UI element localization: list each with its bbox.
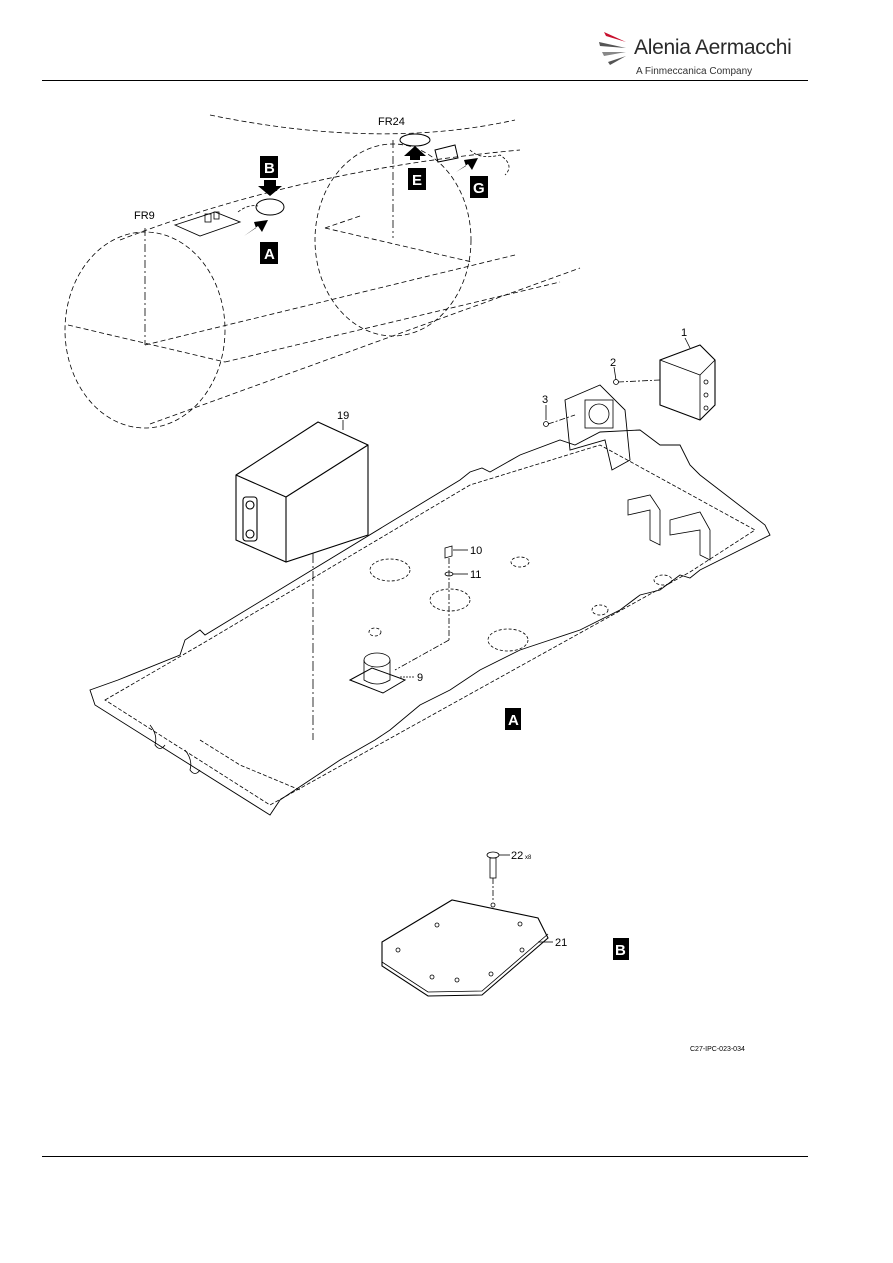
detail-a-tray <box>89 384 771 816</box>
header-divider <box>42 80 808 81</box>
callout-a: A <box>264 246 275 263</box>
callout-g: G <box>473 180 485 197</box>
callout-b: B <box>264 160 275 177</box>
item-label-19: 19 <box>337 410 349 422</box>
fuselage-overview <box>64 114 581 429</box>
item-label-11: 11 <box>470 569 481 581</box>
item-19-outline <box>235 421 369 563</box>
figure-reference: C27-IPC-023-034 <box>690 1046 745 1053</box>
company-logo: Alenia Aermacchi A Finmeccanica Company <box>596 22 796 82</box>
detail-label-b: B <box>615 942 626 959</box>
item-label-22-qty: x8 <box>525 855 532 861</box>
brand-tagline: A Finmeccanica Company <box>636 66 753 77</box>
item-label-21: 21 <box>555 937 567 949</box>
item-label-9: 9 <box>417 672 423 684</box>
callout-e: E <box>412 172 422 189</box>
item-label-1: 1 <box>681 327 687 339</box>
item-label-3: 3 <box>542 394 548 406</box>
item-label-10: 10 <box>470 545 482 557</box>
item-1-outline <box>659 344 716 421</box>
logo-swoosh-icon <box>599 32 626 65</box>
brand-name: Alenia Aermacchi <box>634 36 792 59</box>
frame-label-fr9: FR9 <box>134 210 155 222</box>
footer-divider <box>42 1156 808 1157</box>
item-label-2: 2 <box>610 357 616 369</box>
detail-label-a: A <box>508 712 519 729</box>
frame-label-fr24: FR24 <box>378 116 405 128</box>
detail-b-cover <box>381 851 553 997</box>
item-label-22: 22 <box>511 850 523 862</box>
